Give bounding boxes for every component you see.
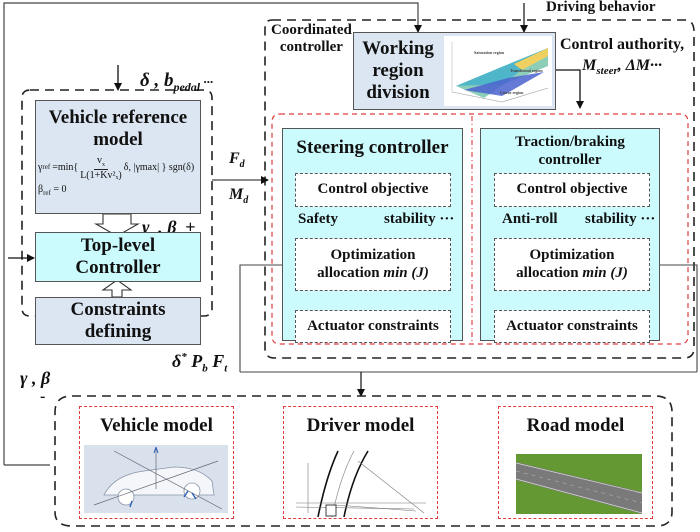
- coordinated-controller-label: Coordinated controller: [271, 22, 352, 56]
- md-label: Md: [229, 186, 249, 207]
- coordinated-line1: Coordinated: [271, 22, 352, 38]
- actuator-outputs-label: δ* Pb Ft: [172, 351, 228, 375]
- vehicle-model-image: [84, 445, 228, 513]
- traction-actuator-constraints: Actuator constraints: [494, 310, 650, 343]
- steering-optimization-allocation: Optimization allocation min (J): [295, 238, 451, 291]
- driving-behavior-label: Driving behavior: [546, 0, 656, 15]
- traction-control-objective: Control objective: [494, 173, 650, 207]
- control-authority-label: Control authority, Msteer, ΔM···: [560, 36, 685, 78]
- svg-text:Transitional region: Transitional region: [510, 68, 543, 73]
- coordinated-line2: controller: [279, 39, 343, 55]
- vehicle-model-title: Vehicle model: [100, 415, 213, 436]
- traction-controller-title: Traction/braking controller: [515, 134, 625, 168]
- constraints-defining-box: Constraints defining: [35, 297, 201, 345]
- svg-text:Linear region: Linear region: [500, 90, 524, 95]
- traction-anti-roll-label: Anti-roll: [502, 211, 558, 227]
- working-region-title: Working region division: [362, 38, 434, 103]
- top-level-controller-box: Top-level Controller: [35, 232, 201, 282]
- steering-stability-label: stability ···: [384, 211, 455, 227]
- driver-model-image: [296, 447, 428, 517]
- driver-input-label: δ , bpedal ···: [140, 70, 214, 94]
- traction-controller-box: Traction/braking controller: [480, 128, 660, 341]
- road-model-panel: Road model: [498, 406, 653, 519]
- vehicle-model-panel: Vehicle model: [79, 406, 234, 519]
- steering-actuator-constraints: Actuator constraints: [295, 310, 451, 343]
- traction-optimization-allocation: Optimization allocation min (J): [494, 238, 650, 291]
- working-region-surface-plot: Saturation region Transitional region Li…: [444, 36, 552, 106]
- constraints-to-toplevel-hollow-arrow: [101, 279, 133, 298]
- steering-safety-label: Safety: [298, 211, 338, 227]
- traction-stability-label: stability ···: [585, 211, 656, 227]
- feedback-states-label: γ , β: [20, 368, 51, 388]
- steering-control-objective: Control objective: [295, 173, 451, 207]
- fd-label: Fd: [229, 150, 245, 171]
- steering-controller-title: Steering controller: [296, 137, 449, 158]
- svg-text:Saturation region: Saturation region: [474, 50, 505, 55]
- driver-model-panel: Driver model: [283, 406, 438, 519]
- driver-model-title: Driver model: [306, 415, 415, 436]
- working-region-box: Working region division Saturation regio…: [353, 32, 556, 110]
- vehicle-reference-model-title: Vehicle reference model: [48, 107, 188, 150]
- road-model-image: [516, 454, 642, 514]
- road-model-title: Road model: [526, 415, 625, 436]
- steering-controller-box: Steering controller: [282, 128, 463, 341]
- feedback-minus-sign: -: [40, 388, 46, 405]
